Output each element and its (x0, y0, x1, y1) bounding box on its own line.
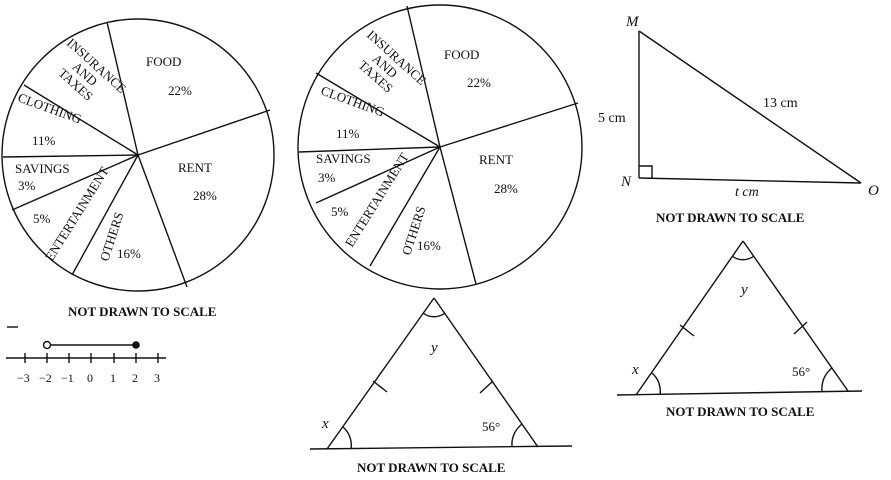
slice-label-food: FOOD (444, 47, 479, 62)
angle-arc-56 (821, 367, 833, 392)
angle-label-y: y (739, 282, 748, 298)
slice-label-rent: RENT (178, 160, 212, 175)
pie-divider (106, 21, 139, 156)
side-label-mn: 5 cm (598, 111, 626, 126)
triangle-caption: NOT DRAWN TO SCALE (666, 404, 814, 419)
slice-value-food: 22% (467, 75, 491, 90)
angle-arc-apex (731, 255, 755, 261)
isosceles-triangle-1: y x 56° NOT DRAWN TO SCALE (309, 297, 573, 475)
angle-arc-apex (422, 312, 446, 318)
side-no (638, 177, 862, 184)
angle-label-56: 56° (482, 419, 500, 434)
side-right (742, 240, 849, 392)
pie-divider (137, 154, 188, 288)
slice-value-clothing: 11% (32, 133, 56, 148)
slice-value-food: 22% (168, 83, 192, 98)
slice-value-others: 16% (117, 246, 141, 261)
side-label-mo: 13 cm (763, 96, 798, 111)
pie-divider (315, 72, 441, 148)
slice-value-savings: 3% (18, 178, 36, 193)
slice-label-savings: SAVINGS (316, 151, 371, 166)
number-line: −3 −2 −1 0 1 2 3 (6, 326, 166, 385)
triangle-caption: NOT DRAWN TO SCALE (357, 460, 505, 475)
angle-label-x: x (321, 416, 329, 432)
pie-outline (297, 4, 583, 290)
side-left (326, 297, 435, 450)
angle-label-56: 56° (792, 364, 810, 379)
tick-label: −1 (61, 371, 74, 385)
angle-arc-56 (511, 423, 523, 448)
pie-outline (1, 18, 275, 292)
slice-value-entertainment: 5% (331, 204, 349, 219)
slice-value-rent: 28% (494, 181, 518, 196)
tick-label: 2 (132, 371, 138, 385)
equal-side-tick (479, 380, 494, 394)
open-endpoint (42, 340, 52, 350)
vertex-label-m: M (625, 14, 640, 30)
slice-value-clothing: 11% (336, 126, 360, 141)
tick-label: −3 (17, 371, 30, 385)
side-mo (638, 30, 862, 184)
equal-side-tick (372, 380, 388, 393)
side-right (433, 297, 539, 448)
pie-chart-1: FOOD 22% RENT 28% 16% OTHERS ENTERTAINME… (1, 18, 275, 319)
slice-value-entertainment: 5% (33, 211, 51, 226)
slice-label-clothing: CLOTHING (16, 90, 84, 127)
closed-endpoint (132, 341, 140, 349)
pie-chart-2: FOOD 22% RENT 28% 16% OTHERS ENTERTAINME… (297, 4, 583, 290)
pie-divider (369, 146, 441, 267)
base-line (309, 445, 573, 450)
angle-arc-x (342, 426, 353, 450)
tick-label: −2 (39, 371, 52, 385)
angle-label-x: x (631, 362, 639, 378)
slice-value-savings: 3% (318, 170, 336, 185)
isosceles-triangle-2: y x 56° NOT DRAWN TO SCALE (616, 240, 863, 419)
pie-divider (315, 146, 441, 204)
vertex-label-o: O (868, 183, 879, 199)
side-label-no: t cm (735, 185, 759, 200)
pie-divider (11, 154, 139, 211)
pie-divider (137, 109, 271, 156)
right-angle-marker (639, 165, 653, 178)
pie-divider (23, 84, 139, 156)
slice-label-savings: SAVINGS (15, 161, 70, 176)
pie-divider (2, 154, 139, 158)
pie-divider (71, 154, 139, 276)
slice-value-others: 16% (417, 238, 441, 253)
pie-divider (439, 146, 477, 285)
equal-side-tick (793, 321, 808, 335)
equal-side-tick (679, 324, 695, 337)
angle-label-y: y (429, 340, 438, 356)
tick-label: 3 (154, 371, 160, 385)
base-line (616, 390, 863, 396)
angle-arc-x (651, 372, 662, 396)
pie-divider (406, 5, 441, 148)
pie-caption: NOT DRAWN TO SCALE (68, 304, 216, 319)
tick-label: 0 (87, 371, 93, 385)
tick-label: 1 (110, 371, 116, 385)
slice-label-food: FOOD (146, 54, 181, 69)
pie-divider (439, 102, 579, 148)
slice-label-rent: RENT (479, 152, 513, 167)
pie-divider (298, 146, 441, 153)
slice-value-rent: 28% (193, 188, 217, 203)
vertex-label-n: N (620, 174, 632, 190)
number-line-ticks (24, 353, 159, 363)
slice-label-clothing: CLOTHING (319, 83, 387, 120)
right-triangle-caption: NOT DRAWN TO SCALE (656, 210, 804, 225)
side-left (635, 240, 744, 396)
right-triangle: M N O 5 cm 13 cm t cm NOT DRAWN TO SCALE (598, 14, 879, 225)
